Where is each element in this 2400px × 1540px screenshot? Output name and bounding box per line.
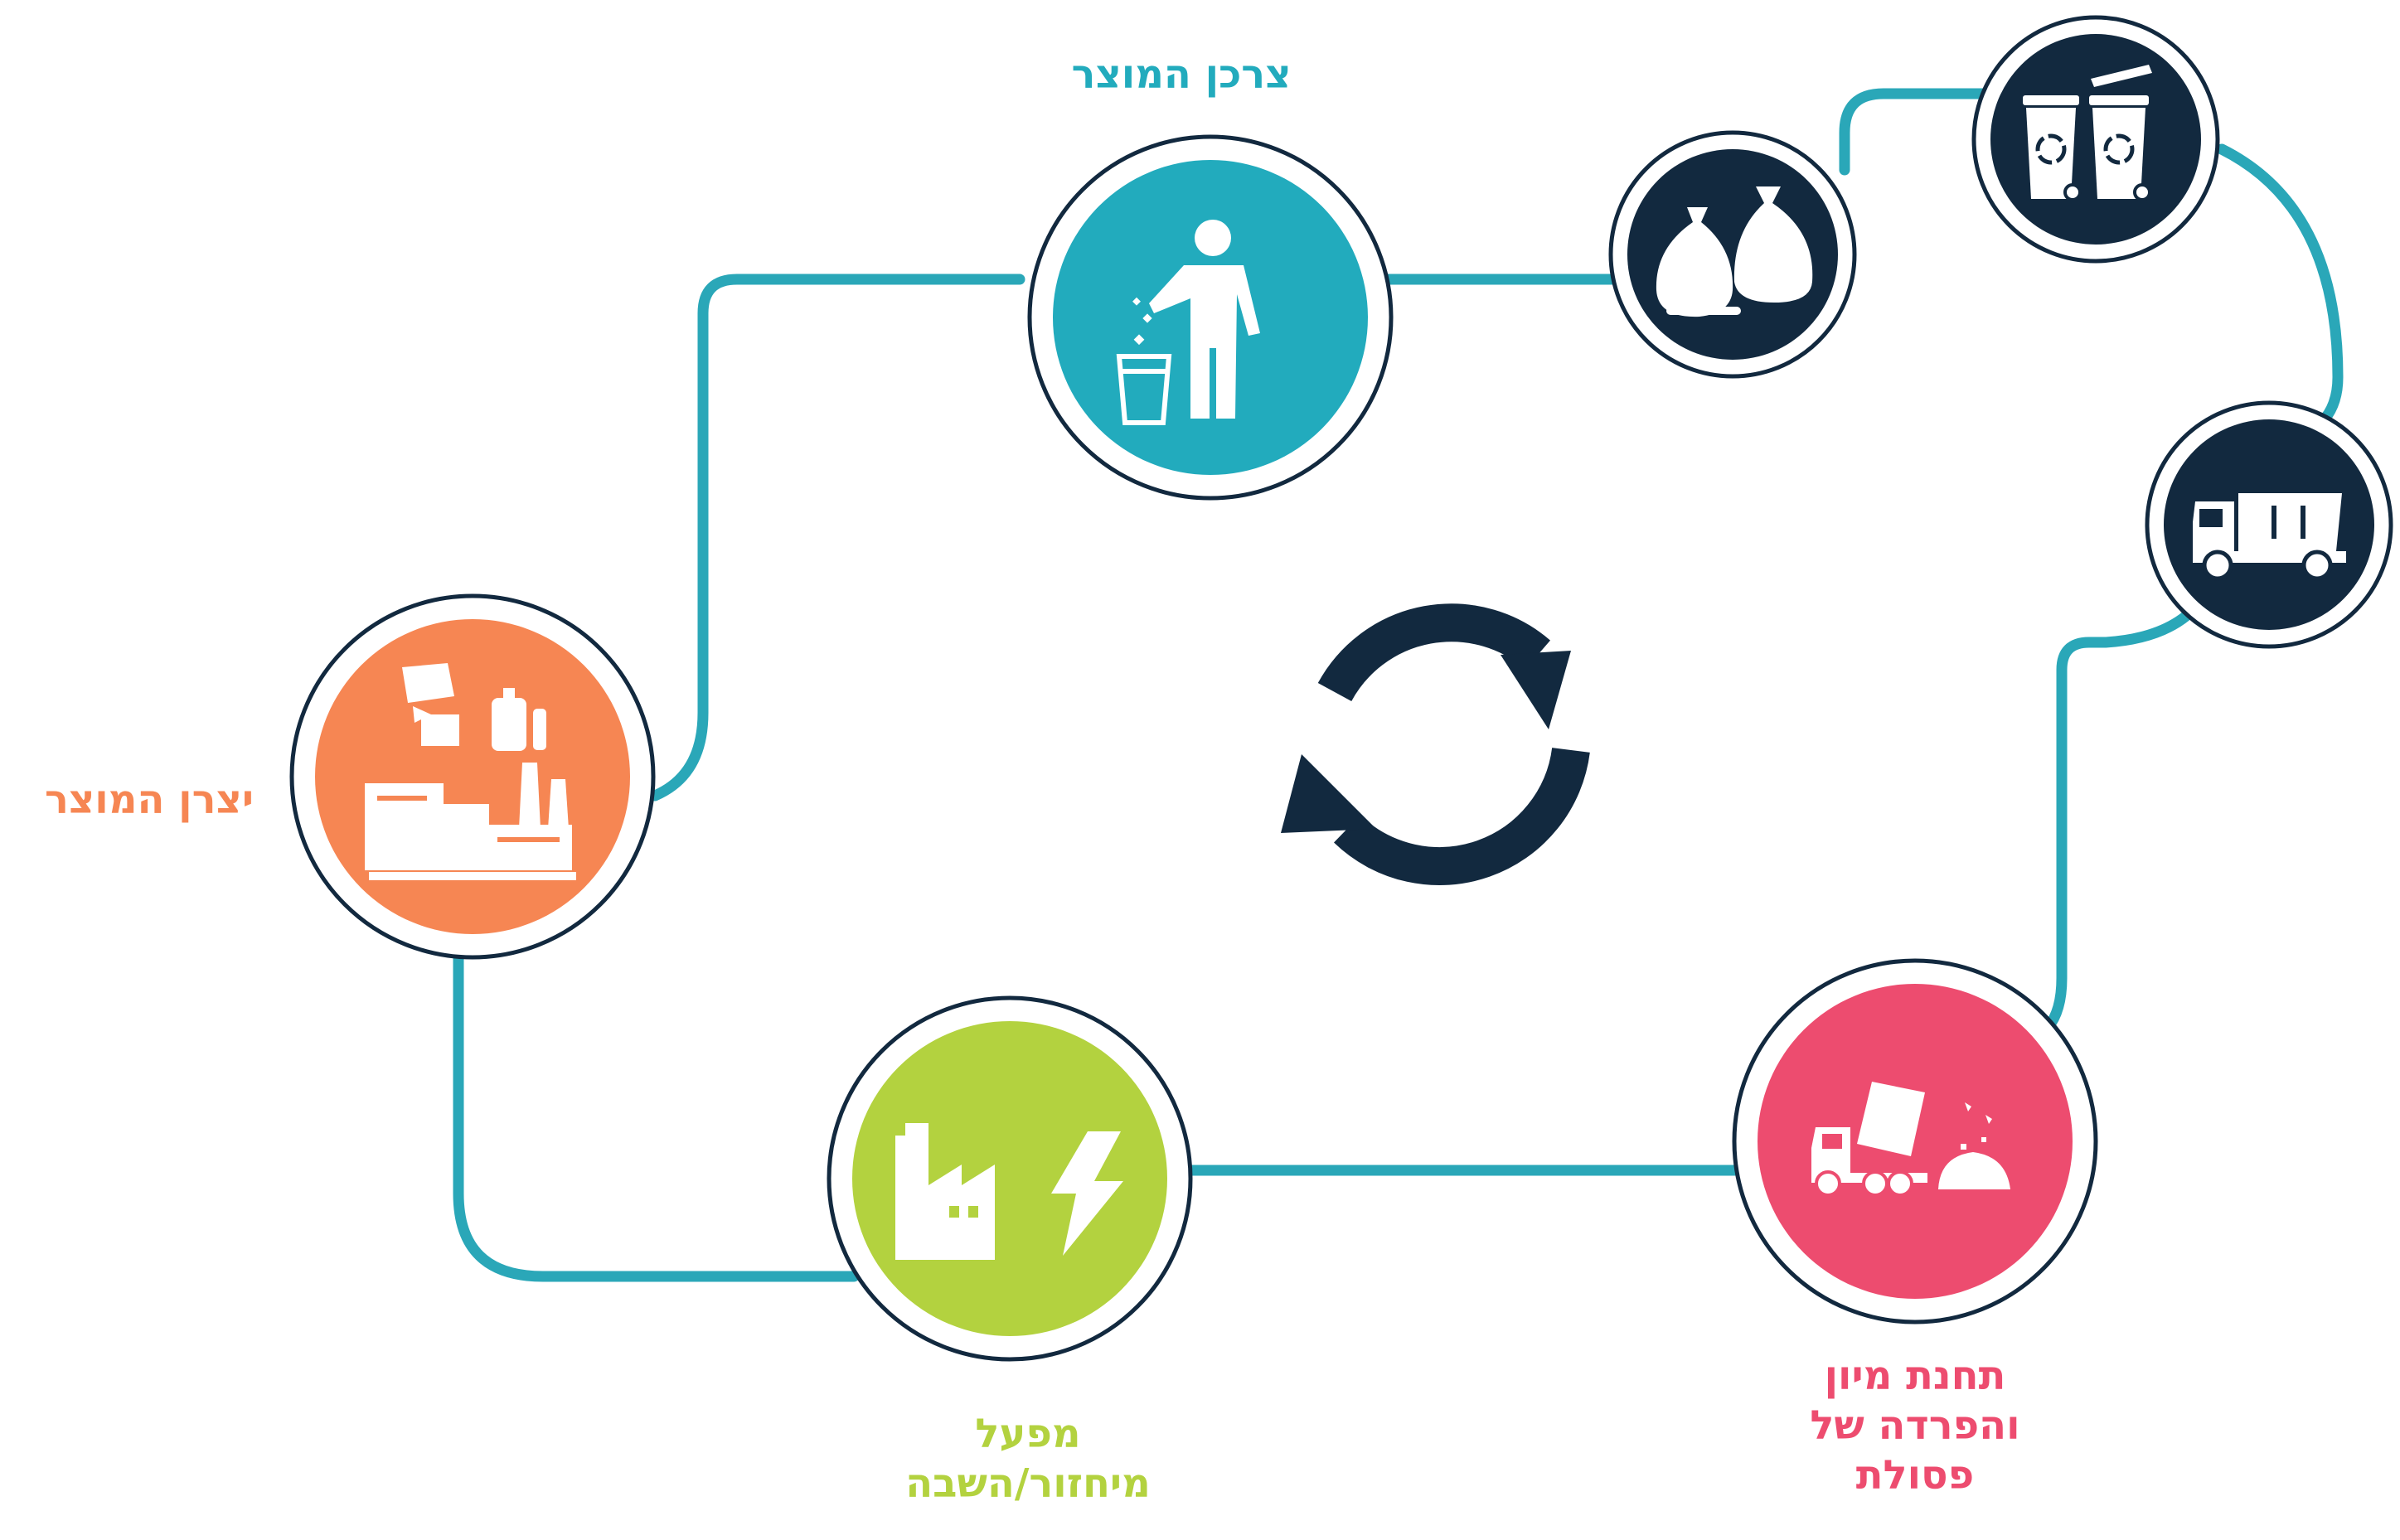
bags-node	[1608, 130, 1857, 379]
person-trash-icon	[1116, 220, 1260, 425]
recycling-plant-label: מפעל מיחזור/השבה	[862, 1409, 1194, 1509]
bins-node	[1971, 15, 2220, 264]
sorting-station-label-line-1: תחנת מיון	[1824, 1353, 2006, 1399]
recycling-plant-label-line-1: מפעל	[975, 1411, 1081, 1457]
dump-truck-icon	[2193, 493, 2346, 581]
recycling-plant-node	[827, 995, 1193, 1362]
garbage-bags-icon	[1656, 186, 1813, 317]
recycling-plant-label-line-2: מיחזור/השבה	[905, 1460, 1151, 1507]
truck-node	[2145, 400, 2393, 649]
sorting-station-label-line-2: והפרדה של	[1810, 1402, 2020, 1449]
factory-lightning-icon	[895, 1123, 1123, 1260]
factory-products-icon	[365, 663, 576, 880]
recycling-bins-icon	[2023, 65, 2152, 201]
sorting-station-label: תחנת מיון והפרדה של פסולת	[1766, 1351, 2064, 1500]
consumer-node	[1027, 134, 1394, 501]
refresh-cycle-icon	[1281, 603, 1590, 885]
producer-node	[289, 593, 656, 960]
sorting-station-label-line-3: פסולת	[1855, 1452, 1975, 1499]
consumer-label-text: צרכן המוצר	[1071, 51, 1292, 98]
cycle-path	[453, 88, 2344, 1282]
consumer-label: צרכן המוצר	[1049, 50, 1314, 99]
producer-label-text: יצרן המוצר	[45, 777, 254, 823]
producer-label: יצרן המוצר	[17, 775, 282, 825]
sorting-station-node	[1732, 958, 2098, 1324]
truck-dumping-icon	[1811, 1082, 2010, 1197]
